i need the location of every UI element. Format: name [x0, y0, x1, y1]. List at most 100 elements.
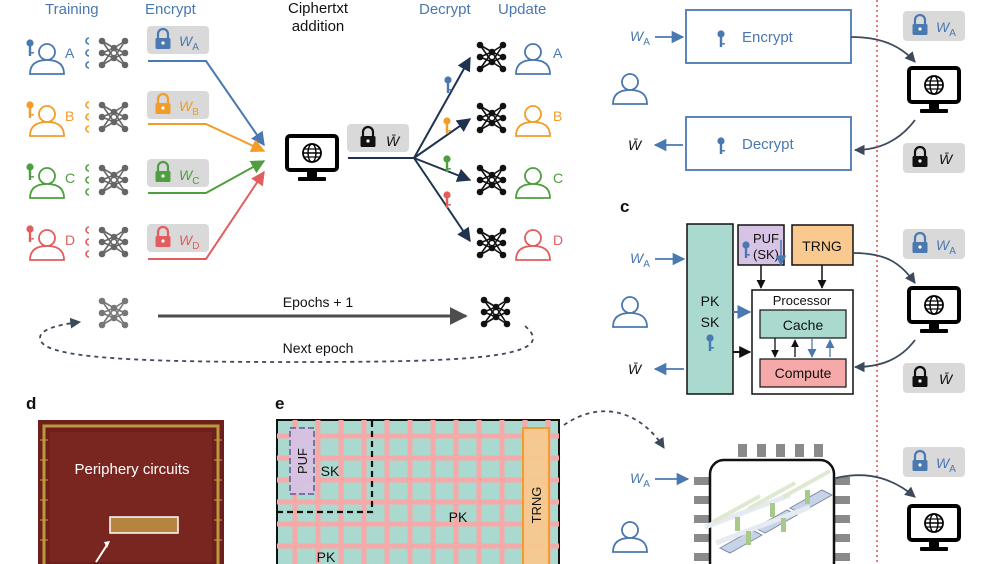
- user-icon: [515, 229, 551, 261]
- header-ciphertext-line1: Ciphertxt: [288, 0, 349, 17]
- header-encrypt: Encrypt: [145, 1, 197, 18]
- from-server-arrow: [853, 339, 916, 373]
- neural-network-icon: [97, 36, 130, 70]
- panel-f: WA WA: [612, 444, 965, 564]
- trng-label: TRNG: [802, 238, 842, 254]
- key-icon: [26, 225, 34, 242]
- cache-block: [759, 309, 847, 339]
- next-epoch-label: Next epoch: [283, 340, 354, 356]
- panel-a: Training Encrypt Ciphertxt addition Decr…: [26, 0, 563, 363]
- upload-arrow-a: [148, 60, 265, 147]
- client-row-c: C WC: [26, 159, 266, 199]
- next-epoch-loop: [39, 317, 534, 363]
- weight-label: WA: [179, 33, 199, 53]
- header-training: Training: [45, 1, 99, 18]
- client-label-right: B: [553, 108, 562, 124]
- upload-arrow-d: [148, 170, 265, 260]
- client-label-right: D: [553, 232, 563, 248]
- neural-network-icon: [97, 100, 130, 134]
- input-weight-label: WA: [630, 470, 650, 490]
- compute-block: [759, 358, 847, 388]
- server-input-weight: WA: [936, 237, 956, 257]
- panel-c: c WA W̄ PK SK PUF (SK) TRNG Processor Ca…: [612, 197, 965, 395]
- client-row-d: D WD: [26, 170, 265, 261]
- server-aggregated-weight-chip: [903, 363, 965, 393]
- pointer-arrow: [95, 544, 108, 563]
- user-icon: [29, 229, 65, 261]
- neural-network-icon: [97, 163, 130, 197]
- key-icon: [26, 39, 34, 56]
- to-server-arrow: [852, 252, 916, 284]
- key-icon-d: [443, 191, 451, 208]
- trng-label: TRNG: [529, 487, 544, 524]
- pk-sk-register: [686, 223, 734, 395]
- client-label: C: [65, 170, 75, 186]
- download-arrows: [413, 56, 472, 243]
- header-update: Update: [498, 1, 546, 18]
- compute-label: Compute: [775, 365, 832, 381]
- neural-network-icon: [475, 163, 508, 197]
- cache-label: Cache: [783, 317, 824, 333]
- epochs-label: Epochs + 1: [283, 294, 354, 310]
- weight-label: WB: [179, 98, 199, 118]
- user-icon: [29, 167, 65, 199]
- server-monitor-icon: [285, 134, 339, 183]
- server-input-weight: WA: [936, 19, 956, 39]
- panel-b: WA Encrypt Decrypt W̄ WA W̄: [612, 9, 965, 173]
- output-weight-label: W̄: [628, 361, 643, 377]
- chip-core: [50, 432, 212, 562]
- server-output-weight: W̄: [939, 151, 954, 167]
- encrypt-box: [685, 9, 852, 64]
- user-icon: [612, 521, 648, 553]
- client-label-right: C: [553, 170, 563, 186]
- server-input-weight: WA: [936, 455, 956, 475]
- panel-d: d Periphery circuits: [26, 394, 224, 564]
- periphery-circuits-label: Periphery circuits: [74, 461, 189, 478]
- puf-label: PUF: [753, 231, 779, 246]
- upload-arrow-c: [148, 160, 266, 194]
- neural-network-icon: [475, 101, 508, 135]
- key-icon-b: [443, 117, 451, 134]
- input-weight-label: WA: [630, 28, 650, 48]
- pk-label: PK: [701, 293, 720, 309]
- neural-network-icon: [97, 225, 130, 259]
- encrypt-label: Encrypt: [742, 29, 794, 46]
- coupler-icon: [85, 164, 90, 196]
- user-icon: [515, 105, 551, 137]
- upload-arrow-b: [148, 123, 266, 153]
- server-monitor-icon: [907, 504, 961, 553]
- user-icon: [29, 105, 65, 137]
- trng-region: [522, 427, 550, 564]
- key-icon: [26, 101, 34, 118]
- pk-bottom-label: PK: [317, 549, 336, 564]
- server-monitor-icon: [907, 66, 961, 115]
- server-output-weight: W̄: [939, 371, 954, 387]
- trng-block: [791, 224, 854, 266]
- client-row-b: B WB: [26, 91, 266, 153]
- output-weight-label: W̄: [628, 137, 643, 153]
- neural-network-icon-updated: [479, 295, 512, 329]
- user-icon: [515, 43, 551, 75]
- zoom-arrow: [563, 410, 665, 449]
- to-server-arrow: [850, 36, 916, 63]
- chip-pads: [40, 439, 222, 541]
- client-label: B: [65, 108, 74, 124]
- server-aggregated-weight-chip: [903, 143, 965, 173]
- panel-letter-c: c: [620, 197, 629, 216]
- input-weight-label: WA: [630, 250, 650, 270]
- header-ciphertext-line2: addition: [292, 18, 345, 35]
- client-label: A: [65, 45, 75, 61]
- aggregated-weight-chip: [347, 124, 409, 152]
- user-icon: [612, 73, 648, 105]
- package-pins: [694, 444, 850, 561]
- layout-floorplan: [276, 419, 560, 564]
- client-label-right: A: [553, 45, 563, 61]
- to-server-arrow: [835, 474, 916, 498]
- coupler-icon: [85, 226, 90, 258]
- user-icon: [612, 296, 648, 328]
- decrypt-box: [685, 116, 852, 171]
- weight-label: WD: [179, 232, 199, 252]
- server-monitor-icon: [907, 286, 961, 335]
- pointer-arrowhead: [104, 541, 110, 548]
- client-label: D: [65, 232, 75, 248]
